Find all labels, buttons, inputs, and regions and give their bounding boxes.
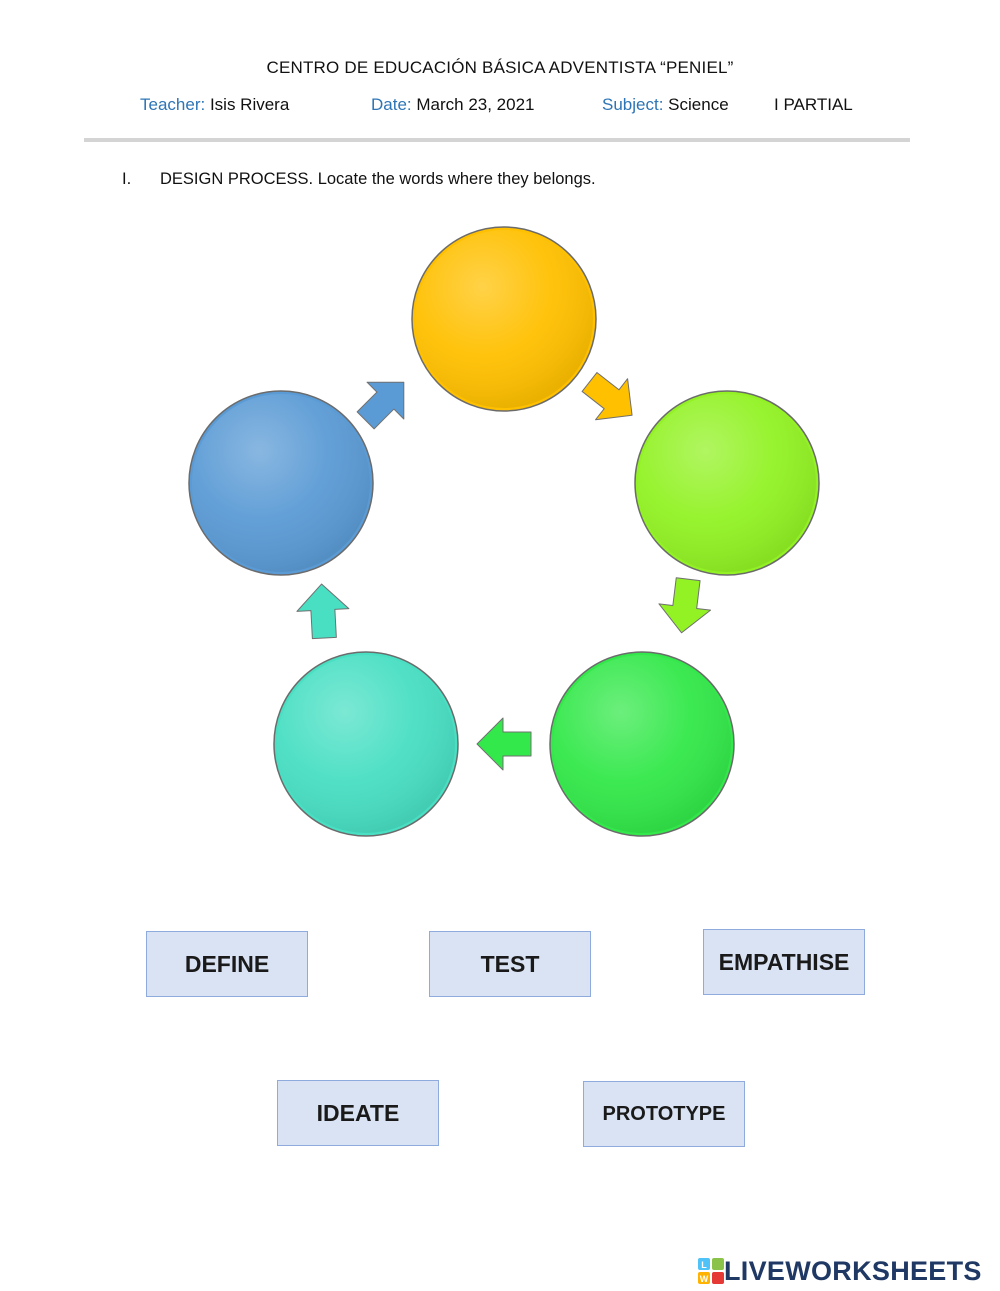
circle-top-gloss: [415, 230, 593, 408]
circle-right-gloss: [638, 394, 816, 572]
subject-label: Subject:: [602, 95, 664, 114]
word-tile-prototype[interactable]: PROTOTYPE: [583, 1081, 745, 1147]
teacher-label: Teacher:: [140, 95, 206, 114]
word-tile-test[interactable]: TEST: [429, 931, 591, 997]
circle-left-gloss: [192, 394, 370, 572]
svg-text:L: L: [701, 1260, 707, 1270]
instruction-number: I.: [122, 170, 132, 188]
svg-text:W: W: [700, 1274, 709, 1284]
partial-label: I PARTIAL: [774, 95, 853, 114]
liveworksheets-logo: L W LIVEWORKSHEETS: [698, 1254, 982, 1288]
date-value: March 23, 2021: [416, 95, 535, 114]
arrow-bottom-right-to-bottom-left: [476, 717, 532, 771]
arrows-layer: [296, 372, 712, 771]
arrow-bottom-left-to-left: [296, 583, 350, 640]
arrow-right-to-bottom-right: [658, 577, 712, 634]
instruction-text: DESIGN PROCESS. Locate the words where t…: [160, 170, 596, 188]
design-process-diagram: [188, 226, 820, 837]
circle-bottom-left-gloss: [277, 655, 455, 833]
teacher-name: Isis Rivera: [209, 95, 290, 114]
school-name: CENTRO DE EDUCACIÓN BÁSICA ADVENTISTA “P…: [266, 58, 734, 77]
arrow-left-to-top: [356, 381, 405, 430]
subject-info: Subject: Science: [602, 95, 729, 115]
subject-value: Science: [668, 95, 729, 114]
date-label: Date:: [371, 95, 412, 114]
word-tile-ideate[interactable]: IDEATE: [277, 1080, 439, 1146]
date-info: Date: March 23, 2021: [371, 95, 535, 115]
arrow-top-to-right: [581, 372, 633, 421]
liveworksheets-logo-text: LIVEWORKSHEETS: [724, 1255, 982, 1286]
header-divider: [84, 138, 910, 142]
circles-layer: [188, 226, 820, 837]
word-tile-empathise[interactable]: EMPATHISE: [703, 929, 865, 995]
word-tile-define[interactable]: DEFINE: [146, 931, 308, 997]
circle-bottom-right-gloss: [553, 655, 731, 833]
teacher-info: Teacher: Isis Rivera: [140, 95, 289, 115]
liveworksheets-logo-icon: L W: [698, 1258, 724, 1284]
